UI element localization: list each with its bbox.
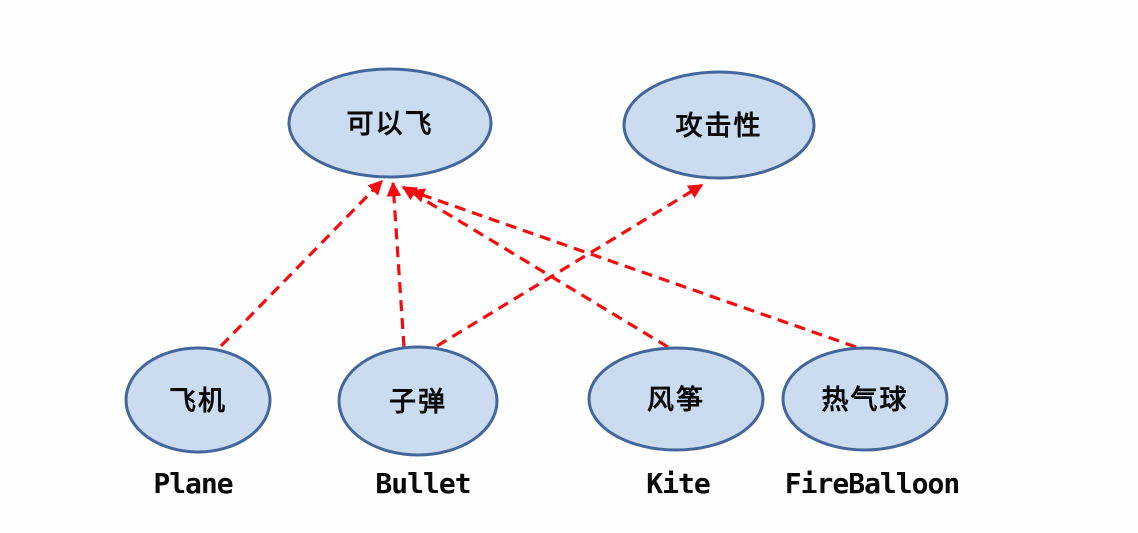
edge-kite-to-can-fly [401, 185, 669, 349]
captions-group: Plane Bullet Kite FireBalloon [153, 467, 960, 500]
aggressive-ellipse [622, 70, 816, 180]
kite-label: 风筝 [647, 384, 705, 416]
plane-label: 飞机 [169, 386, 227, 417]
node-aggressive: 攻击性 [622, 70, 816, 180]
kite-caption: Kite [646, 467, 710, 500]
node-can-fly: 可以飞 [287, 67, 493, 179]
can-fly-ellipse [287, 67, 493, 179]
kite-ellipse [587, 346, 765, 452]
edge-bullet-to-aggressive [436, 183, 704, 348]
fireballoon-label: 热气球 [822, 385, 909, 416]
node-fireballoon: 热气球 [781, 346, 949, 452]
aggressive-label: 攻击性 [676, 111, 763, 142]
edge-plane-to-can-fly [219, 179, 384, 348]
node-bullet: 子弹 [337, 345, 499, 457]
node-kite: 风筝 [587, 346, 765, 452]
bullet-ellipse [337, 345, 499, 457]
plane-ellipse [124, 346, 272, 454]
edge-bullet-to-can-fly [386, 181, 406, 348]
edges-group [219, 179, 857, 349]
fireballoon-ellipse [781, 346, 949, 452]
can-fly-label: 可以飞 [347, 109, 434, 140]
bullet-caption: Bullet [375, 467, 470, 500]
bullet-label: 子弹 [389, 387, 447, 418]
fireballoon-caption: FireBalloon [785, 467, 959, 500]
node-plane: 飞机 [124, 346, 272, 454]
plane-caption: Plane [153, 467, 232, 500]
edge-fireballoon-to-can-fly [409, 188, 857, 349]
